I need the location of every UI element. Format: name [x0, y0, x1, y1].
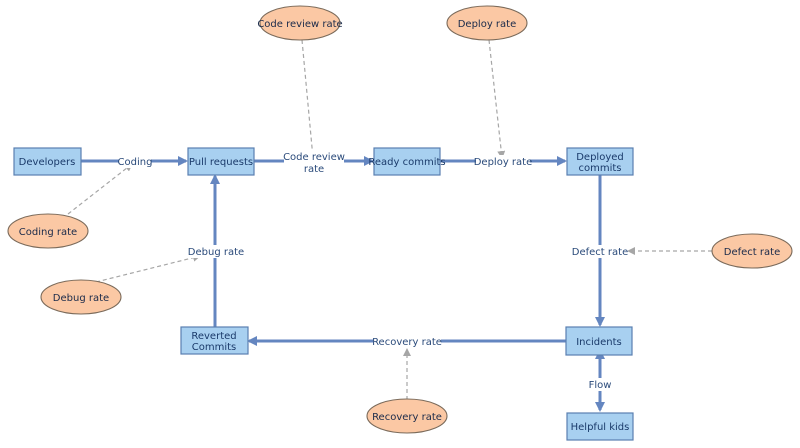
svg-text:Reverted: Reverted: [191, 331, 236, 342]
svg-text:Defect rate: Defect rate: [724, 247, 780, 258]
node-pull-requests[interactable]: Pull requests: [187, 147, 255, 176]
flow-labels: Coding Code review rate Deploy rate Defe…: [118, 150, 628, 391]
svg-text:Code review rate: Code review rate: [257, 19, 342, 30]
label-coding: Coding: [118, 157, 153, 168]
link-code-review-rate: [301, 39, 317, 159]
svg-text:Recovery rate: Recovery rate: [372, 412, 442, 423]
variable-recovery-rate[interactable]: Recovery rate: [366, 398, 448, 434]
svg-text:Deploy rate: Deploy rate: [458, 19, 517, 30]
node-reverted-commits[interactable]: Reverted Commits: [180, 326, 249, 355]
variable-code-review-rate[interactable]: Code review rate: [257, 5, 343, 41]
label-recovery-rate: Recovery rate: [372, 337, 442, 348]
node-incidents[interactable]: Incidents: [565, 326, 633, 356]
svg-text:Helpful kids: Helpful kids: [571, 422, 630, 433]
svg-text:Developers: Developers: [19, 157, 76, 168]
label-code-review-rate-line2: rate: [304, 164, 324, 175]
variable-debug-rate[interactable]: Debug rate: [40, 279, 122, 315]
svg-text:Coding rate: Coding rate: [19, 227, 77, 238]
link-debug-rate: [95, 253, 201, 283]
label-defect-rate: Defect rate: [572, 247, 628, 258]
svg-text:Ready commits: Ready commits: [368, 157, 445, 168]
influence-links: [67, 39, 712, 400]
node-ready-commits[interactable]: Ready commits: [368, 147, 446, 176]
node-helpful-kids[interactable]: Helpful kids: [566, 412, 634, 441]
svg-text:Pull requests: Pull requests: [189, 157, 253, 168]
svg-text:commits: commits: [578, 163, 621, 174]
node-deployed-commits[interactable]: Deployed commits: [566, 147, 634, 176]
svg-text:Incidents: Incidents: [576, 337, 622, 348]
node-developers[interactable]: Developers: [13, 147, 82, 176]
variable-defect-rate[interactable]: Defect rate: [711, 233, 793, 269]
label-deploy-rate: Deploy rate: [474, 157, 533, 168]
label-code-review-rate-line1: Code review: [283, 152, 345, 163]
svg-text:Deployed: Deployed: [576, 152, 624, 163]
variable-deploy-rate[interactable]: Deploy rate: [446, 5, 528, 41]
link-deploy-rate: [488, 39, 506, 159]
flow-arrows: [81, 156, 605, 412]
label-debug-rate: Debug rate: [188, 247, 244, 258]
svg-text:Commits: Commits: [192, 342, 237, 353]
svg-text:Debug rate: Debug rate: [53, 293, 109, 304]
variable-coding-rate[interactable]: Coding rate: [7, 213, 89, 249]
label-flow: Flow: [589, 380, 612, 391]
